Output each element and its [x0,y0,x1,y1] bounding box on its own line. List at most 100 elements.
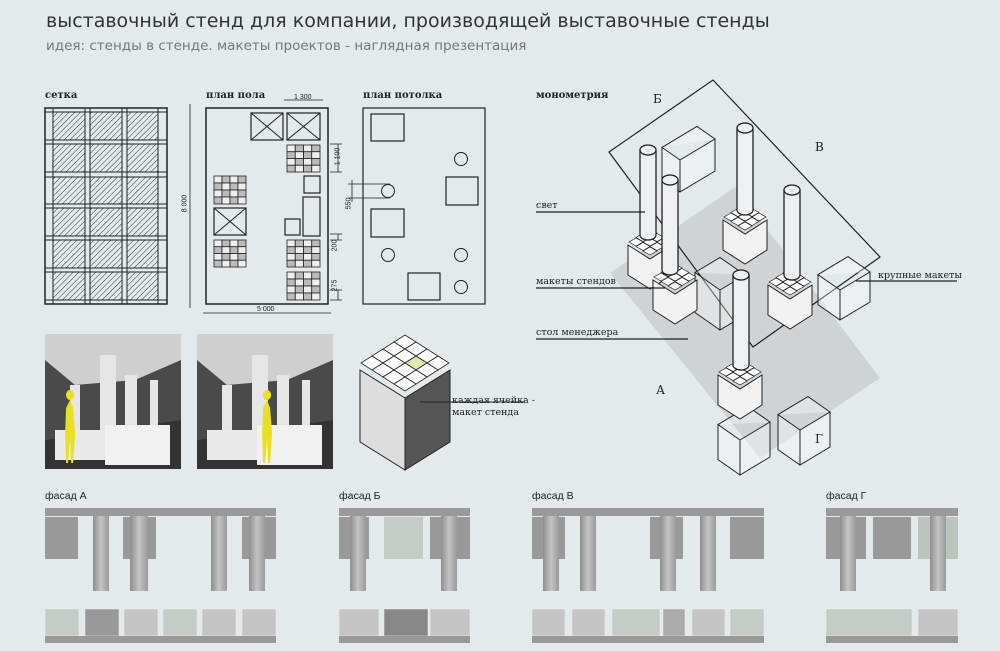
page-subtitle: идея: стенды в стенде. макеты проектов -… [46,38,527,54]
stand-model-cell [237,239,247,248]
facade-lower-panel [691,608,726,637]
stand-cell [635,242,651,251]
grid-cell [52,207,86,237]
facade-base [532,636,764,643]
stand-model-cell [237,175,247,184]
facade-base [45,636,276,643]
stand-model-cell [229,175,239,184]
facade-3 [825,508,959,643]
grid-cell [89,176,123,205]
dim-550: 550 [345,197,353,210]
facade-panel [45,517,78,559]
dim-line [330,233,342,241]
stand-cell [796,277,812,287]
facade-lower-panel [162,608,198,637]
grid-cell [89,143,123,173]
ceiling-plan-outline [362,107,486,305]
stand-model-cell [286,151,296,159]
light-fixture [381,248,395,262]
stand-model-cell [229,253,239,261]
facade-lower-panel [44,608,80,637]
light-fixture [454,280,468,294]
stand-block [717,374,763,420]
light-fixture [454,248,468,262]
stand-cell [775,282,791,291]
facade-column [660,516,676,591]
crate-box [286,112,321,141]
stand-model-cell [311,151,321,159]
facade-lower-panel [383,608,429,637]
light-column-top [639,144,657,156]
stand-model-cell [311,253,321,261]
stand-model-cell [229,189,239,198]
stand-model-cell [294,144,304,153]
grid-outline [44,107,168,305]
stand-model-cell [221,246,231,254]
stand-model-cell [303,164,313,173]
grid-cell [89,239,123,269]
stand-model-cell [303,151,313,159]
facade-lower-panel [825,608,913,637]
facade-a-label: фасад А [45,490,87,502]
person-figure [262,390,273,463]
render-block [55,430,110,460]
dim-width: 5 000 [257,306,275,313]
stand-model-cell [221,259,231,268]
stand-cell [681,272,697,282]
stand-model-cell [286,246,296,254]
stand-model-cell [286,164,296,173]
grid-cell [126,111,159,141]
light-fixture [454,152,468,166]
grid-cell [126,176,159,205]
stand-model-cell [286,259,296,268]
light-column-top [736,122,754,134]
stand-model-cell [294,285,304,294]
model-box [817,256,871,321]
stand-model-cell [229,196,239,205]
facade-base [826,636,958,643]
light-fixture [381,184,395,198]
facade-lower-panel [571,608,606,637]
stand-model-cell [303,285,313,294]
facade-panel [730,517,764,559]
stand-cell [730,217,746,226]
crate-box [213,207,247,236]
stand-model-cell [286,158,296,166]
stand-model-cell [294,158,304,166]
crate-box [250,112,284,141]
monometry-label: монометрия [536,90,609,101]
light-column-top [732,269,750,281]
stand-cell [744,217,760,226]
facade-lower-panel [338,608,380,637]
render-2 [197,334,333,469]
stand-model-cell [213,182,223,191]
render-block [207,430,262,460]
stand-model-cell [294,239,304,248]
desk [302,196,321,237]
model-box [777,396,831,466]
facade-lower-panel [531,608,566,637]
stand-cell [768,277,784,287]
stand-model-cell [286,239,296,248]
facade-column [700,516,716,591]
dim-line [330,289,342,301]
light-column [639,150,657,241]
stand-model-cell [303,259,313,268]
light-column [661,180,679,276]
facade-beam [532,508,764,516]
stand-model-cell [294,246,304,254]
stand-model-cell [229,239,239,248]
stand-cell [782,286,798,296]
facade-lower-panel [241,608,277,637]
render-column [222,385,232,435]
stand-model-cell [303,278,313,287]
stand-cell [628,237,644,247]
stand-cell [725,372,741,381]
stand-model-cell [213,253,223,261]
stand-model-cell [286,271,296,280]
stand-model-cell [311,164,321,173]
crate-cross [250,112,284,141]
facade-b-label: фасад Б [339,490,381,502]
stand-model-cell [294,292,304,301]
